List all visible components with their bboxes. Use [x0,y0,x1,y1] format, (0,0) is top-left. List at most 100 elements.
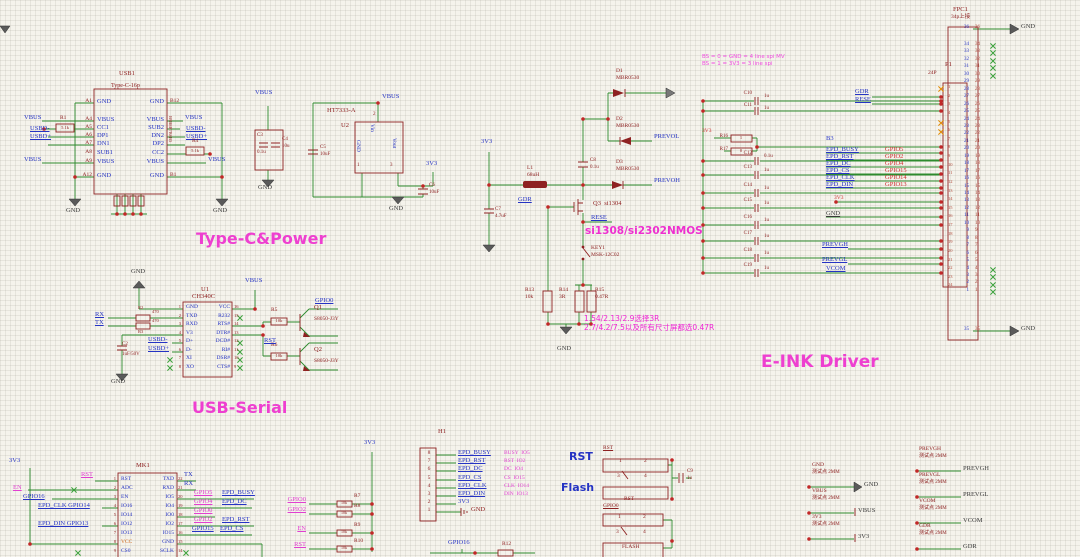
mk1-pin-right-16: 16 [178,530,183,535]
d1-diode[interactable] [613,89,624,97]
epd-cs: EPD_CS [458,474,482,481]
p1-connector[interactable] [942,82,968,288]
u1-pin-right-15: 15 [234,312,239,318]
h1-pin-5: 5 [427,474,431,481]
fpc1-pin-inner-8: 8 [966,235,970,241]
no-connect-cross [167,365,173,371]
no-connect-cross [237,349,243,355]
1: 1 [357,163,360,168]
35: 35 [964,327,969,332]
c18: C18 [743,248,752,253]
u1-ch340c[interactable] [182,301,233,378]
fpc1-pin-inner-3: 3 [966,272,970,278]
junction-dot [939,179,943,183]
junction-dot [546,322,550,326]
rst-button[interactable] [602,458,669,473]
1u: 1u [764,168,769,173]
3v3: 3V3 [458,498,470,505]
0-47r: 0.47R [595,294,609,300]
gpio0: GPIO0 [315,297,334,304]
cc2: CC2 [152,149,164,156]
epd-rst: EPD_RST [826,153,854,160]
c16: C16 [743,215,752,220]
p1-pin-12: 12 [948,178,953,184]
gpio0: GPIO0 [287,496,306,503]
mbr0530: MBR0530 [616,75,640,81]
d2-diode[interactable] [620,137,631,145]
gnd-arrow [391,196,405,205]
l1-inductor[interactable] [523,181,547,188]
junction-dot [701,159,705,163]
flash-button[interactable] [602,513,664,527]
fpc1-pin-outer-16: 16 [975,176,980,182]
mk1-pin-left-1: 1 [113,476,116,481]
fpc1-pin-outer-20: 20 [975,146,980,152]
usbd: USBD- [30,125,50,132]
3v3: 3V3 [858,533,870,540]
mk1-module[interactable] [117,472,178,557]
d3: D3 [616,159,623,165]
c15: C15 [743,198,752,203]
gnd-arrow-up [132,280,146,289]
3v3: 3V3 [9,457,21,464]
24p: 24P [928,70,937,76]
h1-header[interactable] [419,447,437,522]
36: 36 [975,25,980,30]
gdr: GDR [855,88,869,95]
vcom: VCOM [919,498,936,504]
gnd-arrow [115,373,129,382]
rst-net-flag: RST [569,450,593,463]
junction-dot [701,206,705,210]
c2: C2 [122,342,128,347]
1u: 1u [764,106,769,111]
mk1-name-right-IO4: IO4 [165,503,174,509]
2mm: 测试点 2MM [919,480,947,485]
10k: 10k [275,353,283,358]
c19: C19 [743,263,752,268]
d3-diode[interactable] [612,181,623,189]
fpc1-pin-inner-30: 30 [964,71,969,77]
mk1-name-left-top-IO12: IO12 [121,521,133,527]
fpc1-pin-outer-28: 28 [975,86,980,92]
mk1-pin-right-17: 17 [178,521,183,526]
fpc1-pin-outer-22: 22 [975,131,980,137]
junction-dot [577,322,581,326]
junction-dot [807,511,811,515]
c14: C14 [743,183,752,188]
epd-cs: EPD_CS [220,525,244,532]
tx: TX [184,471,193,478]
h1: H1 [438,428,446,435]
mk1-pin-left-2: 2 [113,485,116,490]
gnd: GND [1021,325,1036,332]
a4: A4 [85,116,92,122]
gnd-arrow [215,198,229,207]
r13: R13 [525,287,535,293]
gpio5: GPIO5 [885,146,904,153]
10k: 10k [341,529,347,534]
fpc1-pin-inner-9: 9 [966,228,970,234]
fpc1-pin-outer-32: 32 [975,56,980,62]
mk1-name-left-top-EN: EN [121,494,129,500]
u1-name-right-CTS#: CTS# [217,363,230,370]
fpc1-pin-outer-27: 27 [975,94,980,100]
u2-ht7333-regulator[interactable] [354,121,404,174]
rx: RX [184,480,194,487]
epd-dc: EPD_DC [826,160,851,167]
no-connect-cross [237,340,243,346]
a9: A9 [85,158,92,164]
a5: A5 [85,124,92,130]
en: EN [13,484,22,491]
dp1: DP1 [97,132,109,139]
usb1-typec-connector[interactable] [93,88,168,195]
mk1-pin-left-4: 4 [113,503,116,508]
p1-pin-22: 22 [948,265,953,271]
usbd: USBD+ [186,133,208,140]
gpio2: GPIO2 [287,506,306,513]
1: 1 [619,458,622,464]
fpc1-pin-outer-1: 1 [975,287,978,293]
junction-dot [115,212,119,216]
fpc1-connector[interactable] [947,26,979,341]
dn1: DN1 [97,140,110,147]
no-connect-cross [237,365,243,371]
